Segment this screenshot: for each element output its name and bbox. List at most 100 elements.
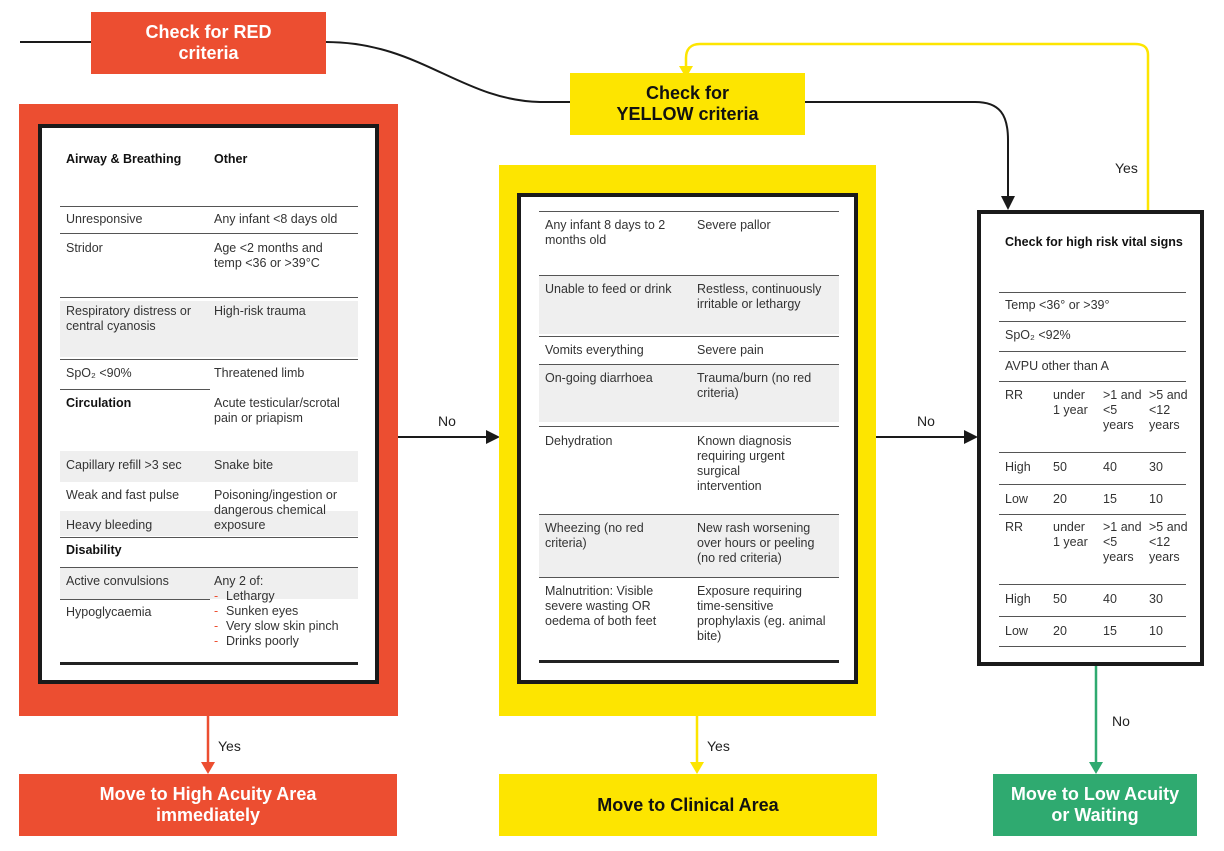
divider [539,577,839,578]
vital-signs-table: Check for high risk vital signs Temp <36… [977,210,1204,666]
divider [999,646,1186,647]
table-cell: Low [1005,492,1028,506]
divider [60,359,358,360]
list-item: Threatened limb [214,366,305,380]
high-acuity-outcome-text: Move to High Acuity Area immediately [99,784,317,825]
table-bottom-rule [60,662,358,665]
table-row-bg [539,514,839,577]
divider [60,567,358,568]
table-row-bg [60,301,358,357]
yes-label-vitals-loop: Yes [1115,160,1138,176]
list-item: Severe pallor [697,218,771,232]
table-cell: 10 [1149,624,1163,638]
list-item: Malnutrition: Visible severe wasting OR … [545,584,657,628]
table-bottom-rule [539,660,839,663]
list-item: Exposure requiring time-sensitive prophy… [697,584,826,643]
list-item: Any infant <8 days old [214,212,338,226]
yes-label-red: Yes [218,738,241,754]
divider [60,206,358,207]
list-item: Respiratory distress or central cyanosis [66,304,192,333]
list-item: Sunken eyes [214,604,359,619]
table-cell: High [1005,460,1031,474]
divider [60,233,358,234]
list-item: Vomits everything [545,343,644,357]
list-item: Very slow skin pinch [214,619,359,634]
list-item: Acute testicular/scrotal pain or priapis… [214,396,340,425]
divider [999,584,1186,585]
yellow-criteria-header-text: Check for YELLOW criteria [616,83,759,124]
table-cell: 40 [1103,592,1117,606]
yellow-criteria-table: Any infant 8 days to 2 months old Severe… [517,193,858,684]
table-cell: 50 [1053,460,1067,474]
list-item: Wheezing (no red criteria) [545,521,644,550]
list-item: Lethargy [214,589,359,604]
table-row-bg [539,275,839,334]
yes-label-yellow: Yes [707,738,730,754]
list-item: Known diagnosis requiring urgent surgica… [697,434,792,493]
list-item: Temp <36° or >39° [1005,298,1110,312]
red-col2-header: Other [214,152,248,166]
table-cell: 40 [1103,460,1117,474]
table-row-bg [539,365,839,422]
list-item: Hypoglycaemia [66,605,152,619]
table-cell: 10 [1149,492,1163,506]
low-acuity-outcome: Move to Low Acuity or Waiting [993,774,1197,836]
no-label-red-to-yellow: No [438,413,456,429]
list-item: Weak and fast pulse [66,488,180,502]
rr-header: under 1 year [1053,520,1088,549]
list-item: Severe pain [697,343,764,357]
list-item: Restless, continuously irritable or leth… [697,282,822,311]
divider [60,297,358,298]
high-acuity-outcome: Move to High Acuity Area immediately [19,774,397,836]
divider [999,514,1186,515]
table-cell: 30 [1149,460,1163,474]
any-2-of-list: Lethargy Sunken eyes Very slow skin pinc… [214,589,359,649]
list-item: Trauma/burn (no red criteria) [697,371,812,400]
list-item: High-risk trauma [214,304,306,318]
vitals-title: Check for high risk vital signs [1005,235,1183,249]
clinical-area-outcome-text: Move to Clinical Area [597,794,779,815]
red-criteria-header-text: Check for RED criteria [145,22,272,63]
divider [999,484,1186,485]
rr-header: >1 and <5 years [1103,520,1142,564]
rr-header: RR [1005,388,1024,402]
divider [999,452,1186,453]
divider [539,364,839,365]
list-item: Capillary refill >3 sec [66,458,182,472]
table-cell: 15 [1103,624,1117,638]
clinical-area-outcome: Move to Clinical Area [499,774,877,836]
list-item: Dehydration [545,434,613,448]
divider [539,514,839,515]
list-item: Drinks poorly [214,634,359,649]
any-2-of-block: Any 2 of: Lethargy Sunken eyes Very slow… [214,574,359,649]
table-cell: 20 [1053,492,1067,506]
low-acuity-outcome-text: Move to Low Acuity or Waiting [1010,784,1180,825]
rr-header: RR [1005,520,1024,534]
divider [999,351,1186,352]
no-label-yellow-to-vitals: No [917,413,935,429]
divider [539,336,839,337]
red-col1-header: Airway & Breathing [66,152,182,166]
section-label-disability: Disability [66,543,122,557]
list-item: Unresponsive [66,212,143,226]
yellow-criteria-header: Check for YELLOW criteria [570,73,805,135]
list-item: Active convulsions [66,574,169,588]
list-item: Snake bite [214,458,274,472]
list-item: SpO₂ <92% [1005,328,1071,342]
table-cell: 50 [1053,592,1067,606]
table-cell: High [1005,592,1031,606]
divider [999,381,1186,382]
any-2-of-label: Any 2 of: [214,574,264,588]
no-label-vitals: No [1112,713,1130,729]
rr-header: >5 and <12 years [1149,520,1188,564]
table-cell: Low [1005,624,1028,638]
red-criteria-header: Check for RED criteria [91,12,326,74]
list-item: Any infant 8 days to 2 months old [545,218,666,247]
table-row-bg [60,451,358,482]
rr-header: >1 and <5 years [1103,388,1142,432]
section-label-circulation: Circulation [66,396,132,410]
divider [539,275,839,276]
list-item: Stridor [66,241,103,255]
table-cell: 30 [1149,592,1163,606]
